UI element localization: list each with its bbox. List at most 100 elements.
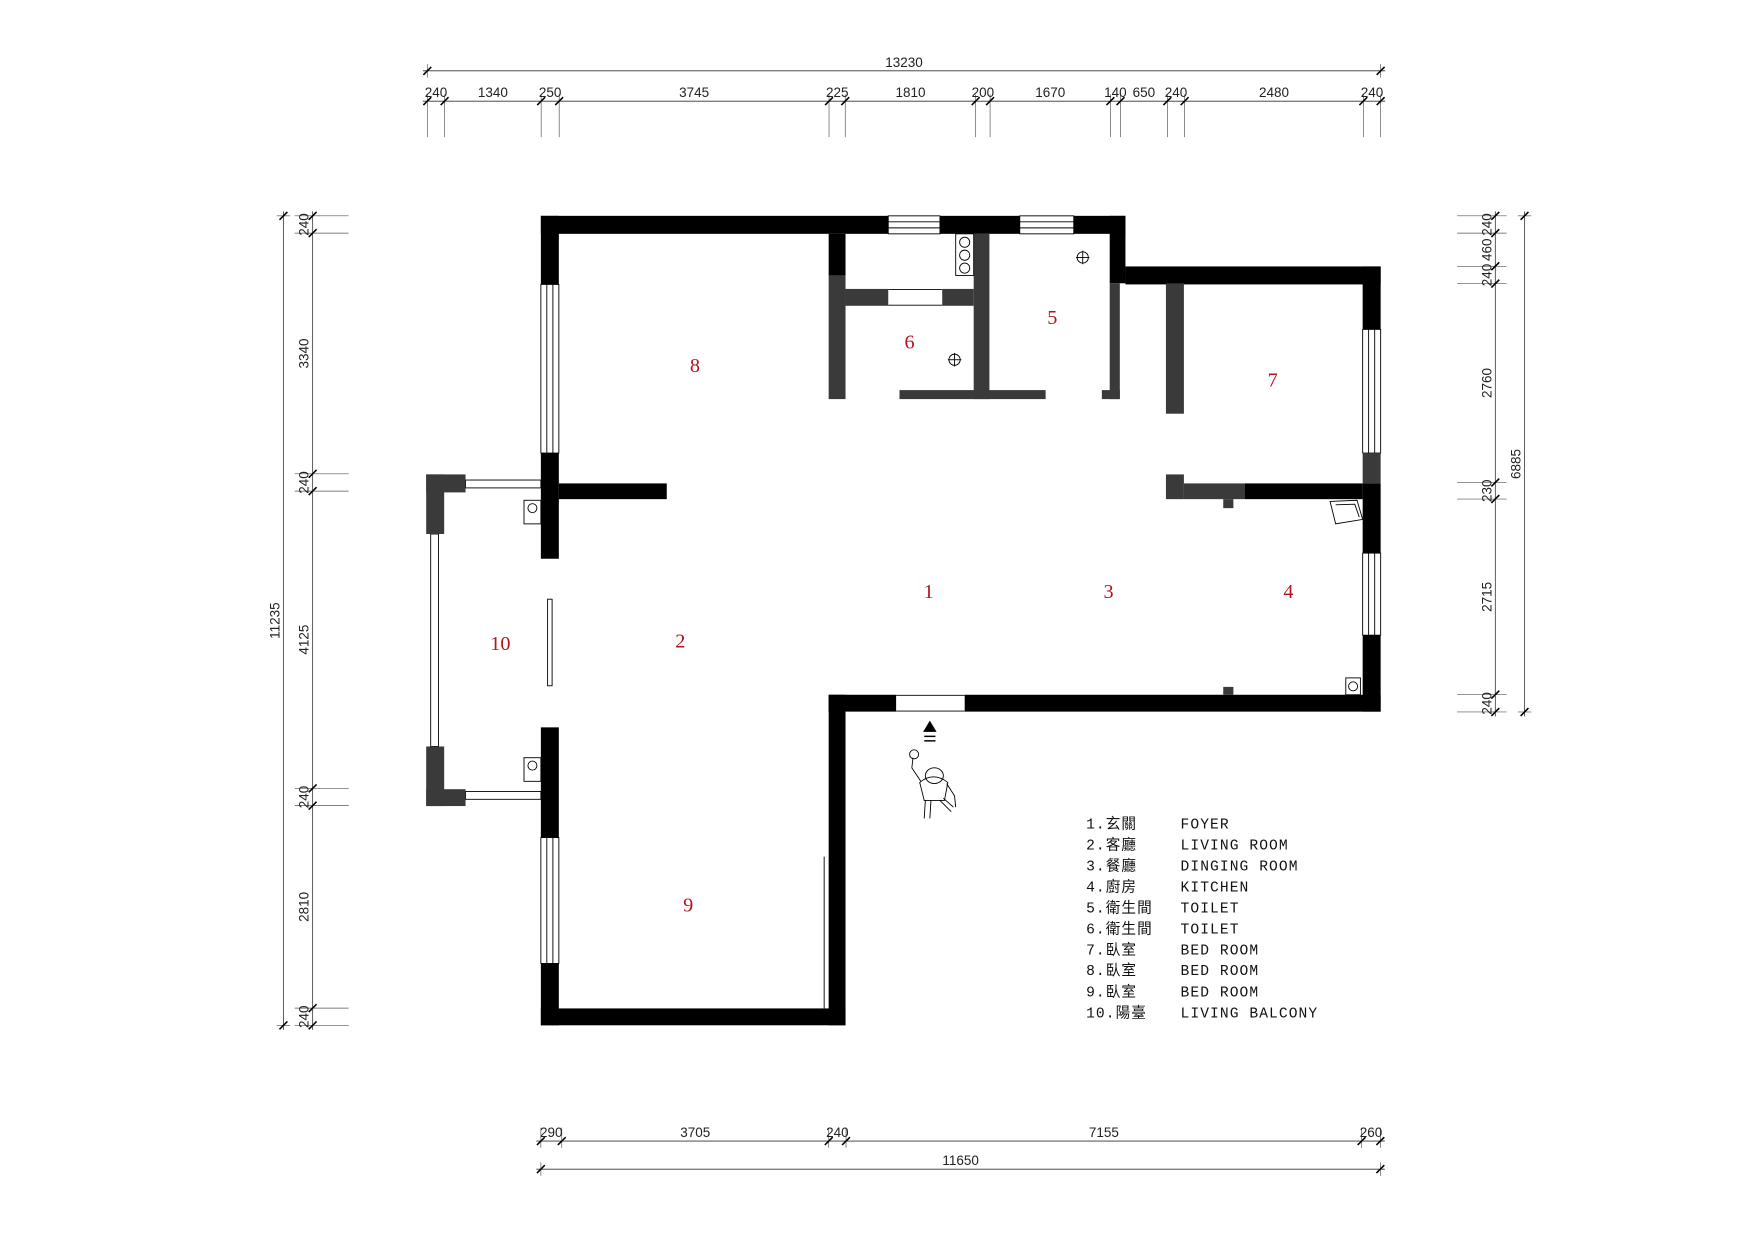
- room-number-1: 1: [924, 581, 934, 603]
- dimension-tick: [1116, 96, 1126, 106]
- legend-item-index: 10.: [1086, 1006, 1116, 1022]
- legend-item-label: 7.臥室: [1086, 941, 1137, 959]
- window-left-1: [540, 283, 560, 454]
- dimension-label: 260: [1360, 1125, 1383, 1140]
- bearing-wall: [1362, 635, 1381, 712]
- dimension-label: 11235: [267, 602, 282, 638]
- partition-walls: [426, 233, 1381, 807]
- bearing-wall: [1362, 483, 1381, 554]
- window-frame: [540, 283, 560, 454]
- bearing-wall: [540, 1008, 846, 1026]
- partition-wall: [1223, 686, 1234, 695]
- person-leg: [923, 800, 932, 819]
- dimension-tick: [536, 1136, 546, 1146]
- dimension-tick: [1375, 1164, 1385, 1174]
- legend-item-name-zh: 衛生間: [1106, 920, 1153, 938]
- flue-icon: [1329, 499, 1364, 525]
- legend-item-index: 6.: [1086, 922, 1106, 938]
- dimension-label: 240: [297, 1005, 312, 1028]
- dimension-label: 3705: [680, 1125, 710, 1140]
- toilet-icon-circle: [959, 262, 971, 274]
- dimension-tick: [308, 211, 318, 221]
- partition-wall: [1165, 474, 1184, 500]
- window-top-1: [887, 215, 941, 235]
- column-icon-circle: [527, 503, 538, 514]
- legend-item: 2.客廳 LIVING ROOM: [1086, 835, 1289, 854]
- dimension-tick: [840, 96, 850, 106]
- dimension-tick: [1375, 1136, 1385, 1146]
- dimension-tick: [1490, 477, 1500, 487]
- person-arm: [946, 783, 957, 808]
- bearing-wall: [540, 453, 559, 559]
- legend-item-name-en: BED ROOM: [1181, 943, 1260, 959]
- partition-wall: [1165, 283, 1184, 414]
- dimension-tick: [440, 96, 450, 106]
- legend-item-index: 7.: [1086, 943, 1106, 959]
- dimension-tick: [557, 1136, 567, 1146]
- dimension-label: 2715: [1479, 582, 1494, 612]
- dimension-label: 240: [1479, 264, 1494, 287]
- column-icon-circle: [527, 760, 538, 771]
- legend-item-label: 3.餐廳: [1086, 856, 1137, 875]
- legend-item-index: 9.: [1086, 985, 1106, 1001]
- dimension-tick: [422, 66, 432, 76]
- room-number-10: 10: [490, 633, 510, 655]
- window-frame: [887, 215, 941, 235]
- dimension-tick: [1490, 494, 1500, 504]
- dimension-label: 200: [972, 85, 995, 100]
- dimension-tick: [308, 228, 318, 238]
- dimension-label: 650: [1133, 85, 1156, 100]
- dimension-tick: [1520, 707, 1530, 717]
- dimension-label: 240: [1361, 85, 1384, 100]
- entrance-arrow-icon: [923, 720, 937, 742]
- partition-wall: [845, 288, 889, 306]
- balcony-railing-top: [465, 479, 542, 489]
- person-head: [924, 767, 944, 785]
- legend-item-name-zh: 臥室: [1106, 962, 1137, 980]
- person-icon: [909, 749, 957, 819]
- legend-item-name-zh: 臥室: [1106, 983, 1137, 1001]
- dimension-label: 460: [1479, 238, 1494, 261]
- window-left-2: [540, 837, 560, 964]
- bearing-wall: [1125, 266, 1381, 285]
- column-icon-frame: [1345, 677, 1361, 696]
- dimension-tick: [308, 1020, 318, 1030]
- dimension-label: 240: [1165, 85, 1188, 100]
- partition-wall: [942, 288, 974, 306]
- toilet-icon: [955, 233, 975, 276]
- dimension-label: 140: [1104, 85, 1127, 100]
- legend-item-index: 4.: [1086, 880, 1106, 896]
- flue-icon-inner: [1335, 503, 1360, 518]
- bearing-wall: [1362, 266, 1381, 330]
- dimension-label: 6885: [1509, 449, 1524, 479]
- bearing-wall: [540, 963, 559, 1026]
- windows: [430, 215, 1382, 1009]
- bearing-wall: [540, 727, 559, 838]
- dimension-label: 1340: [478, 85, 508, 100]
- bearing-wall: [540, 215, 559, 285]
- legend-item-name-zh: 臥室: [1106, 941, 1137, 959]
- dimension-tick: [308, 486, 318, 496]
- dimension-tick: [308, 783, 318, 793]
- dimension-tick: [308, 469, 318, 479]
- column-icon-circle: [1348, 681, 1359, 692]
- partition-wall: [973, 233, 990, 400]
- dimension-label: 240: [1479, 213, 1494, 236]
- legend-item-name-en: FOYER: [1181, 818, 1230, 834]
- dimension-label: 2760: [1479, 368, 1494, 398]
- dimension-tick: [278, 211, 288, 221]
- legend-item-name-zh: 玄關: [1106, 816, 1137, 834]
- legend-item-name-en: LIVING ROOM: [1181, 838, 1289, 854]
- dimension-tick: [308, 801, 318, 811]
- balcony-window-left: [430, 533, 440, 747]
- dimension-tick: [1490, 228, 1500, 238]
- legend-item-label: 2.客廳: [1086, 835, 1137, 854]
- dimension-label: 225: [826, 85, 849, 100]
- dimension-label: 240: [297, 786, 312, 809]
- legend-item-name-en: DINGING ROOM: [1181, 859, 1299, 875]
